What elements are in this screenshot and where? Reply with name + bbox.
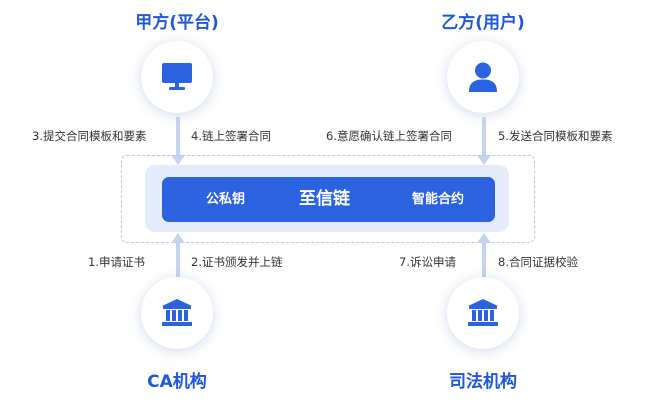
user-icon: [469, 62, 497, 92]
judicial-title: 司法机构: [449, 372, 517, 392]
step-6-label: 6.意愿确认链上签署合同: [326, 129, 452, 143]
platform-title: 甲方(平台): [135, 13, 219, 33]
step-3-label: 3.提交合同模板和要素: [32, 129, 147, 143]
chain-dashed-boundary: [121, 155, 535, 243]
platform-node: [141, 41, 213, 113]
arrow-judicial-to-chain: [477, 233, 491, 277]
arrow-ca-to-chain: [171, 233, 185, 277]
institution-building-icon: [468, 299, 498, 326]
ca-node: [141, 277, 213, 349]
chain-left-label: 公私钥: [206, 192, 246, 207]
step-7-label: 7.诉讼申请: [399, 255, 456, 269]
chain-bar: 公私钥 至信链 智能合约: [162, 177, 495, 222]
judicial-node: [447, 277, 519, 349]
chain-right-label: 智能合约: [412, 192, 465, 207]
step-4-label: 4.链上签署合同: [191, 129, 271, 143]
step-5-label: 5.发送合同模板和要素: [498, 129, 613, 143]
step-2-label: 2.证书颁发并上链: [191, 255, 283, 269]
monitor-icon: [162, 63, 192, 90]
institution-building-icon: [162, 299, 192, 326]
user-node: [447, 41, 519, 113]
arrow-user-to-chain: [477, 117, 491, 165]
ca-title: CA机构: [147, 372, 207, 392]
chain-center-label: 至信链: [299, 189, 350, 209]
user-title: 乙方(用户): [441, 13, 525, 33]
step-1-label: 1.申请证书: [88, 255, 145, 269]
step-8-label: 8.合同证据校验: [498, 255, 578, 269]
arrow-platform-to-chain: [171, 117, 185, 165]
